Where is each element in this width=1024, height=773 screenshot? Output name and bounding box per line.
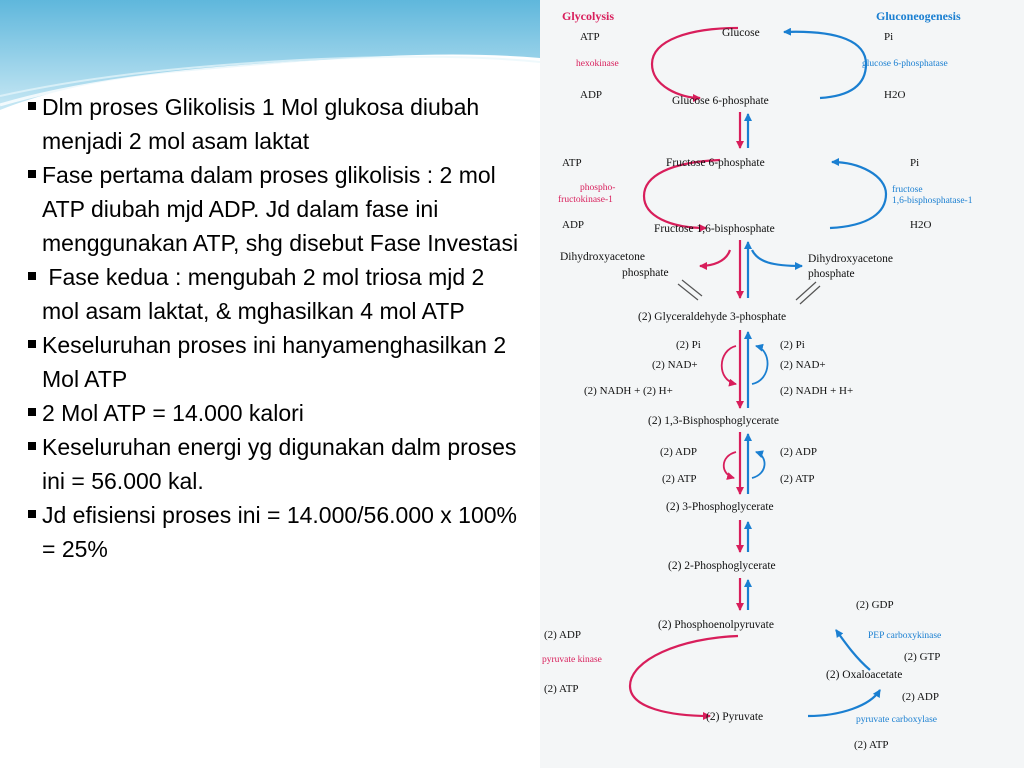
cofactor-label: (2) ADP — [902, 691, 939, 703]
cofactor-label: (2) Pi — [676, 339, 701, 351]
metabolite-label: Dihydroxyacetone — [560, 251, 645, 263]
bullet-item: Fase kedua : mengubah 2 mol triosa mjd 2… — [22, 260, 522, 328]
cofactor-label: (2) ATP — [780, 473, 815, 485]
metabolite-label: (2) Phosphoenolpyruvate — [658, 619, 774, 631]
square-bullet-icon — [28, 340, 36, 348]
enzyme-label: 1,6-bisphosphatase-1 — [892, 196, 973, 206]
cofactor-label: (2) ADP — [544, 629, 581, 641]
gluconeogenesis-arrow — [751, 249, 803, 270]
gluconeogenesis-arrow — [751, 343, 769, 385]
cofactor-label: (2) NADH + (2) H+ — [584, 385, 673, 397]
metabolite-label: (2) 3-Phosphoglycerate — [666, 501, 774, 513]
square-bullet-icon — [28, 170, 36, 178]
gluconeogenesis-arrow — [751, 450, 766, 479]
gluconeogenesis-arrow — [829, 158, 888, 230]
cofactor-label: H2O — [910, 219, 931, 231]
metabolite-label: Dihydroxyacetone — [808, 253, 893, 265]
metabolite-label: phosphate — [808, 268, 855, 280]
bullet-list: Dlm proses Glikolisis 1 Mol glukosa diub… — [22, 90, 522, 566]
square-bullet-icon — [28, 102, 36, 110]
cofactor-label: (2) NAD+ — [780, 359, 826, 371]
enzyme-label: fructose — [892, 184, 923, 195]
glycolysis-arrow — [650, 26, 739, 102]
metabolite-label: Fructose 6-phosphate — [666, 157, 765, 169]
cofactor-label: Pi — [910, 157, 919, 169]
square-bullet-icon — [28, 510, 36, 518]
cofactor-label: (2) ATP — [544, 683, 579, 695]
metabolite-label: phosphate — [622, 267, 669, 279]
bullet-item: Dlm proses Glikolisis 1 Mol glukosa diub… — [22, 90, 522, 158]
square-bullet-icon — [28, 272, 36, 280]
bullet-item: Keseluruhan proses ini hanyamenghasilkan… — [22, 328, 522, 396]
glycolysis-arrow — [722, 451, 737, 480]
metabolite-label: (2) Pyruvate — [706, 711, 763, 723]
glycolysis-title: Glycolysis — [562, 9, 614, 23]
metabolite-label: (2) Oxaloacetate — [826, 669, 902, 681]
cofactor-label: (2) GTP — [904, 651, 940, 663]
enzyme-label: phospho- — [580, 183, 615, 193]
glycolysis-arrow — [699, 249, 732, 270]
cofactor-label: (2) GDP — [856, 599, 894, 611]
metabolite-label: (2) 1,3-Bisphosphoglycerate — [648, 415, 779, 427]
cofactor-label: Pi — [884, 31, 893, 43]
gluconeogenesis-arrow — [807, 689, 881, 718]
header-wave-decoration — [0, 0, 540, 110]
square-bullet-icon — [28, 442, 36, 450]
bullet-item: Fase pertama dalam proses glikolisis : 2… — [22, 158, 522, 260]
enzyme-label: PEP carboxykinase — [868, 631, 941, 641]
bullet-item: Jd efisiensi proses ini = 14.000/56.000 … — [22, 498, 522, 566]
metabolite-label: Glucose — [722, 27, 760, 39]
metabolite-label: Fructose 1,6-bisphosphate — [654, 223, 775, 235]
triose-isomerase-arrows — [677, 279, 821, 305]
metabolite-label: (2) 2-Phosphoglycerate — [668, 560, 776, 572]
cofactor-label: ATP — [562, 157, 582, 169]
square-bullet-icon — [28, 408, 36, 416]
cofactor-label: ADP — [562, 219, 584, 231]
enzyme-label: pyruvate kinase — [542, 655, 602, 665]
cofactor-label: (2) ATP — [854, 739, 889, 751]
cofactor-label: (2) ATP — [662, 473, 697, 485]
metabolite-label: Glucose 6-phosphate — [672, 95, 769, 107]
bullet-item: 2 Mol ATP = 14.000 kalori — [22, 396, 522, 430]
cofactor-label: ADP — [580, 89, 602, 101]
glycolysis-arrow — [628, 634, 739, 720]
gluconeogenesis-title: Gluconeogenesis — [876, 9, 961, 23]
glycolysis-gluconeogenesis-diagram: Glycolysis Gluconeogenesis Glucose Gluco… — [540, 0, 1024, 768]
bullet-item: Keseluruhan energi yg digunakan dalm pro… — [22, 430, 522, 498]
cofactor-label: ATP — [580, 31, 600, 43]
cofactor-label: (2) ADP — [660, 446, 697, 458]
cofactor-label: (2) NAD+ — [652, 359, 698, 371]
pathway-svg: Glycolysis Gluconeogenesis Glucose Gluco… — [542, 9, 973, 751]
enzyme-label: hexokinase — [576, 59, 619, 69]
cofactor-label: H2O — [884, 89, 905, 101]
metabolite-label: (2) Glyceraldehyde 3-phosphate — [638, 311, 786, 323]
glycolysis-arrow — [642, 158, 721, 232]
cofactor-label: (2) NADH + H+ — [780, 385, 853, 397]
glycolysis-arrow — [720, 345, 737, 387]
enzyme-label: glucose 6-phosphatase — [862, 59, 948, 69]
enzyme-label: pyruvate carboxylase — [856, 715, 937, 725]
cofactor-label: (2) Pi — [780, 339, 805, 351]
gluconeogenesis-arrow — [835, 629, 871, 671]
cofactor-label: (2) ADP — [780, 446, 817, 458]
gluconeogenesis-arrow — [783, 27, 868, 100]
enzyme-label: fructokinase-1 — [558, 194, 613, 205]
